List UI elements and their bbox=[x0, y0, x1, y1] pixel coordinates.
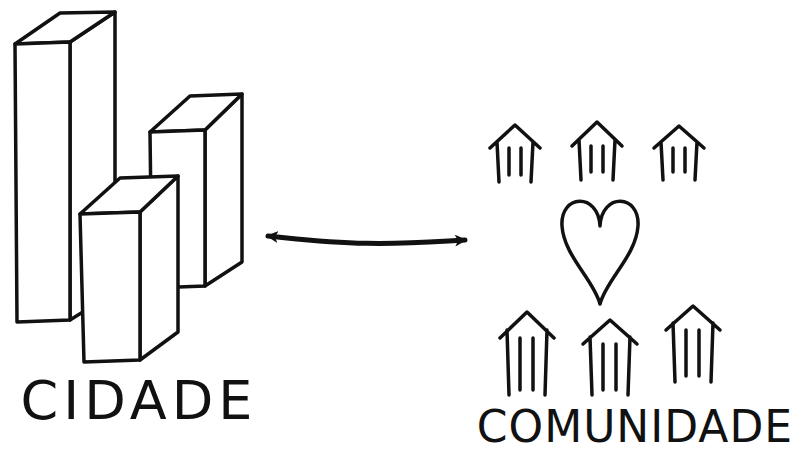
house-symbol bbox=[583, 320, 637, 395]
community-group: COMUNIDADE bbox=[465, 110, 805, 455]
double-arrow bbox=[268, 236, 465, 243]
house-symbol bbox=[500, 312, 554, 395]
city-group: CIDADE bbox=[10, 8, 268, 448]
house-symbol bbox=[572, 122, 622, 180]
house-symbol bbox=[666, 306, 720, 382]
building-front bbox=[80, 176, 178, 362]
heart-symbol bbox=[562, 201, 638, 304]
group-label: COMUNIDADE bbox=[477, 405, 793, 449]
house-symbol bbox=[490, 125, 540, 182]
group-label: CIDADE bbox=[21, 374, 258, 428]
house-symbol bbox=[654, 126, 704, 180]
